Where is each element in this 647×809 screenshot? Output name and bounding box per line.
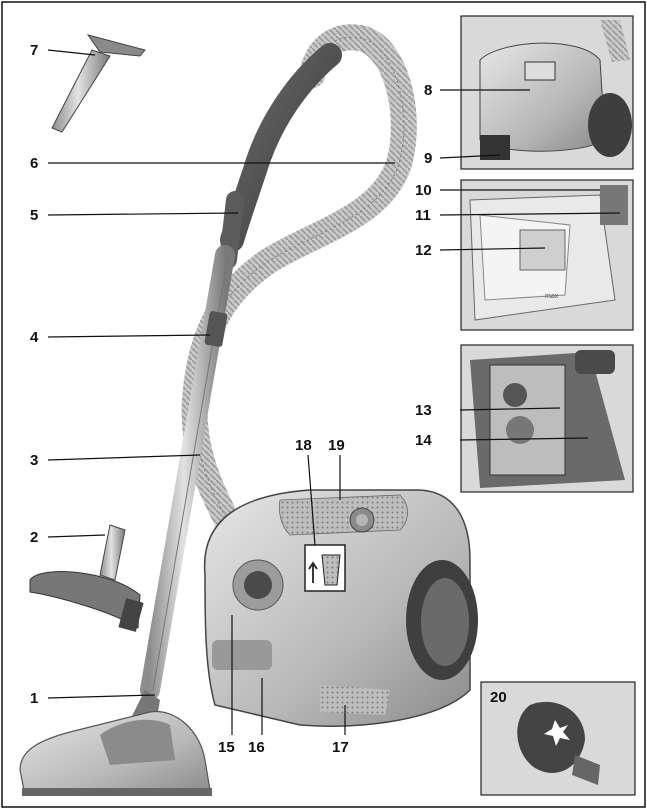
- filter-brand-text: max: [545, 293, 559, 300]
- callout-10: 10: [415, 182, 432, 199]
- upholstery-nozzle: [29, 524, 144, 632]
- leader-3: [47, 454, 201, 461]
- leader-1: [47, 694, 156, 699]
- callout-numbers: 1 2 3 4 5 6 7 8 9 10 11 12 13 14 15 16 1…: [30, 42, 507, 756]
- callout-19: 19: [328, 437, 345, 454]
- handle: [220, 43, 342, 252]
- leader-4: [47, 334, 211, 338]
- inset-brush-accessory: [480, 681, 636, 796]
- callout-5: 5: [30, 207, 38, 224]
- callout-13: 13: [415, 402, 432, 419]
- floor-nozzle: [19, 690, 212, 796]
- leader-18: [307, 454, 316, 546]
- leader-9: [439, 154, 501, 159]
- leader-11: [439, 212, 621, 216]
- callout-4: 4: [30, 329, 39, 346]
- callout-3: 3: [30, 452, 38, 469]
- leader-lines: [47, 49, 621, 735]
- callout-8: 8: [424, 82, 432, 99]
- leader-12: [439, 247, 546, 251]
- leader-5: [47, 212, 239, 216]
- callout-14: 14: [415, 432, 432, 449]
- leader-2: [47, 534, 106, 538]
- tube-slider: [204, 311, 228, 347]
- callout-6: 6: [30, 155, 38, 172]
- vacuum-body: [203, 489, 478, 727]
- callout-16: 16: [248, 739, 265, 756]
- crevice-tool: [51, 34, 146, 133]
- inset-filter-holder: max: [460, 179, 634, 331]
- callout-1: 1: [30, 690, 38, 707]
- callout-18: 18: [295, 437, 312, 454]
- callout-11: 11: [415, 207, 431, 224]
- leader-14: [459, 437, 589, 441]
- inset-dust-bag: [460, 344, 634, 493]
- vacuum-illustration: [19, 24, 478, 796]
- callout-2: 2: [30, 529, 38, 546]
- callout-17: 17: [332, 739, 349, 756]
- leader-13: [459, 407, 561, 411]
- inset-top-right: [460, 15, 634, 170]
- callout-20: 20: [490, 689, 507, 706]
- callout-7: 7: [30, 42, 38, 59]
- callout-15: 15: [218, 739, 235, 756]
- callout-12: 12: [415, 242, 432, 259]
- callout-9: 9: [424, 150, 432, 167]
- leader-7: [47, 49, 96, 56]
